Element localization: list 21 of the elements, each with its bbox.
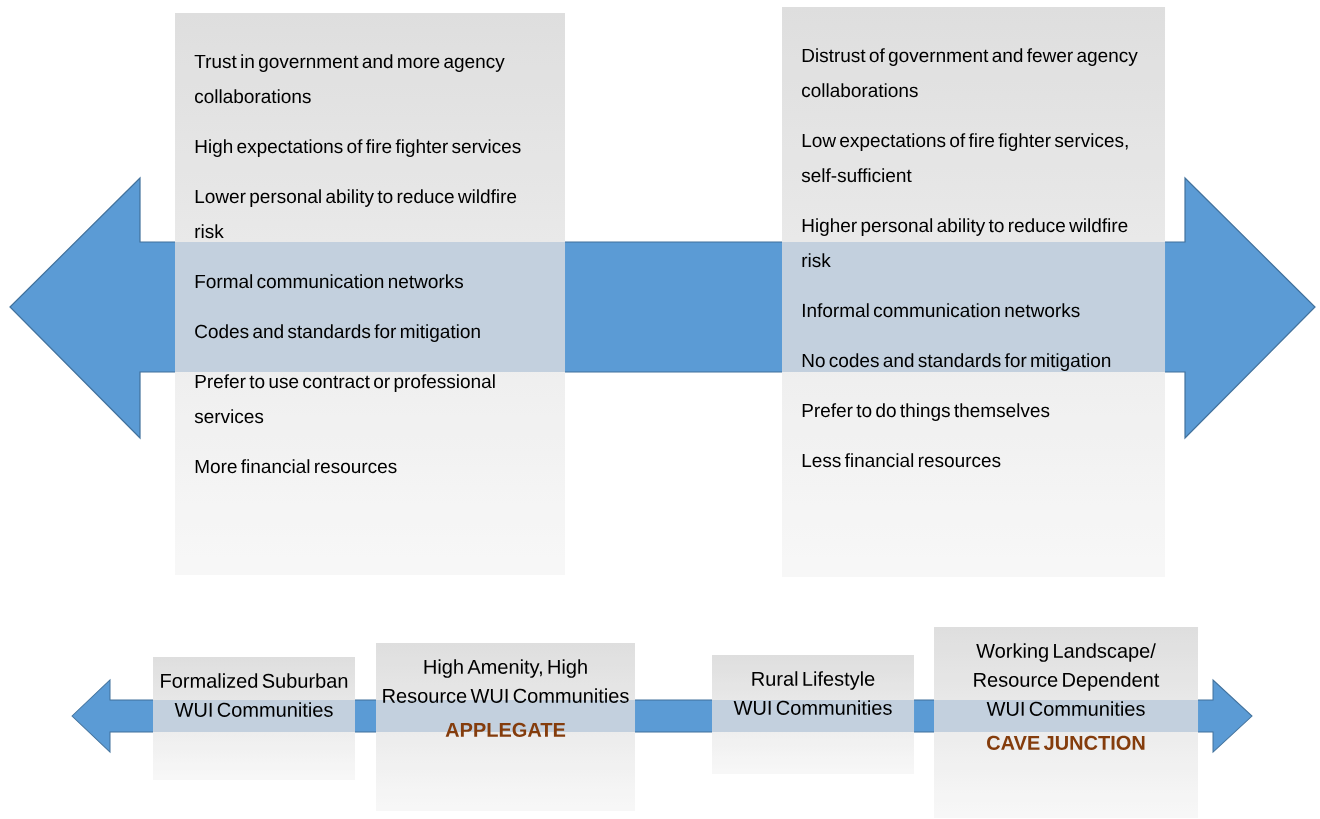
text-panel: Trust in government and more agency collaborations High expectations of fire fighter services Lower personal ability to reduce wildfire risk Formal communication networks Codes and standards for mitigation Prefer to use contract or professional services More financial resources: [175, 54, 565, 474]
node-label: Trust in government and more agency collaborations: [194, 54, 505, 104]
node-label: Prefer to do things themselves: [802, 403, 1050, 421]
node-label: CAVE JUNCTION: [987, 735, 1145, 750]
node-label: Working Landscape/ Resource Dependent: [974, 643, 1160, 691]
node-label: High Amenity, High Resource WUI Communities: [383, 659, 629, 703]
community-box: Rural Lifestyle WUI Communities: [712, 671, 914, 732]
text-panel: Distrust of government and fewer agency collaborations Low expectations of fire fighter services, self-sufficient Higher personal ability to reduce wildfire risk Informal communication networks No codes and standards for mitigation Prefer to do things themselves Less financial resources: [782, 48, 1165, 468]
node-label: Prefer to use contract or professional services: [194, 374, 495, 424]
node-label: More financial resources: [195, 459, 397, 474]
node-label: Lower personal ability to reduce wildfire risk: [195, 189, 517, 239]
node-label: Higher personal ability to reduce wildfire: [802, 218, 1128, 236]
node-label: High expectations of fire fighter services: [195, 139, 521, 157]
node-label: Less financial resources: [802, 453, 1001, 468]
community-box: Working Landscape/ Resource Dependent WUI Communities CAVE JUNCTION: [934, 643, 1198, 750]
community-box: High Amenity, High Resource WUI Communities APPLEGATE: [376, 659, 635, 737]
community-box: Formalized Suburban WUI Communities: [153, 673, 355, 732]
node-label: Formalized Suburban: [161, 673, 348, 688]
node-label: Distrust of government and fewer agency collaborations: [802, 48, 1138, 98]
node-label: Low expectations of fire fighter services, self-sufficient: [801, 133, 1128, 183]
node-label: Rural Lifestyle: [752, 671, 875, 690]
